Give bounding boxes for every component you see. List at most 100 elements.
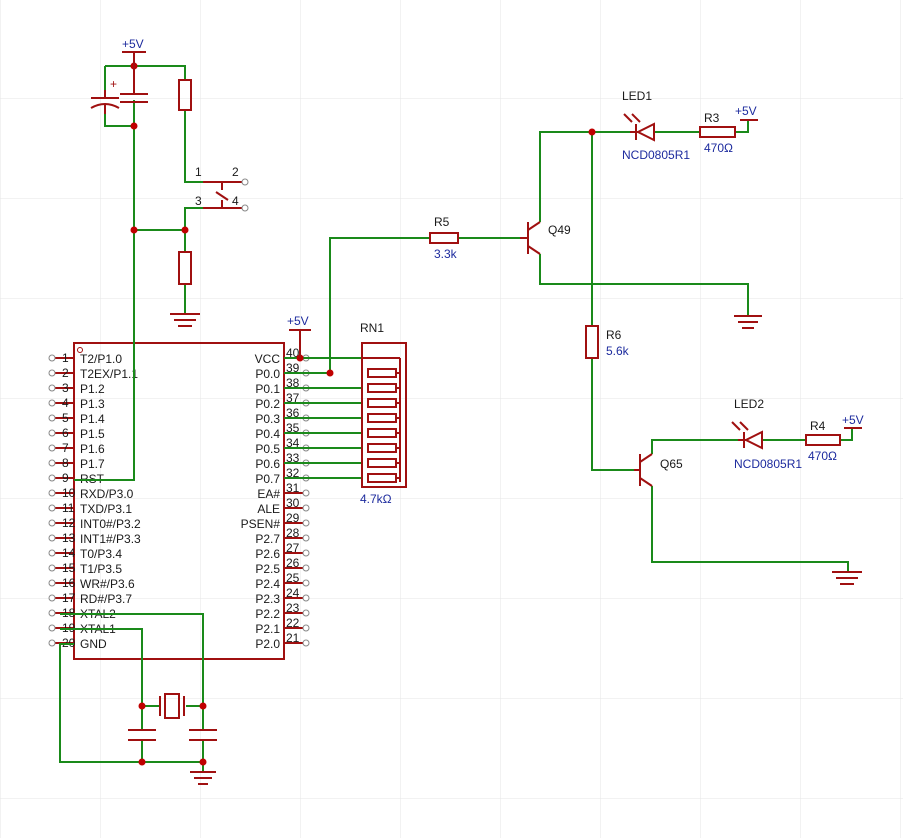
r4-value: 470Ω [808, 449, 837, 463]
pin-end [48, 519, 56, 527]
pin-number: 36 [286, 406, 300, 420]
svg-text:+: + [110, 77, 117, 91]
pin-name: INT0#/P3.2 [80, 517, 141, 531]
pin-name: INT1#/P3.3 [80, 532, 141, 546]
pin-name: P2.2 [255, 607, 280, 621]
rn1-resistors [362, 357, 401, 483]
pin-number: 31 [286, 481, 300, 495]
pin-end [302, 534, 310, 542]
r6-ref: R6 [606, 328, 622, 342]
pin-number: 17 [62, 591, 76, 605]
pin-name: RD#/P3.7 [80, 592, 132, 606]
pin-name: P1.3 [80, 397, 105, 411]
pin-number: 1 [62, 351, 69, 365]
pin-number: 30 [286, 496, 300, 510]
pin-name: P1.2 [80, 382, 105, 396]
pin-number: 3 [62, 381, 69, 395]
pin-number: 6 [62, 426, 69, 440]
pin-end [302, 624, 310, 632]
r3-ref: R3 [704, 111, 720, 125]
pin-end [48, 579, 56, 587]
pin-end [302, 549, 310, 557]
pin-name: ALE [257, 502, 280, 516]
rn1-value: 4.7kΩ [360, 492, 392, 506]
pin-number: 37 [286, 391, 300, 405]
pin-number: 22 [286, 616, 300, 630]
pin-number: 39 [286, 361, 300, 375]
wires [59, 65, 853, 772]
switch-pin4: 4 [232, 194, 239, 208]
led1-ref: LED1 [622, 89, 652, 103]
pin-name: T0/P3.4 [80, 547, 122, 561]
pin-name: TXD/P3.1 [80, 502, 132, 516]
pin-name: T2/P1.0 [80, 352, 122, 366]
pin-end [48, 444, 56, 452]
pin-number: 26 [286, 556, 300, 570]
vcc-r3-label: +5V [735, 104, 757, 118]
mcu-body [73, 342, 285, 660]
r4-ref: R4 [810, 419, 826, 433]
q65-ref: Q65 [660, 457, 683, 471]
switch-pin3: 3 [195, 194, 202, 208]
pin-end [302, 609, 310, 617]
pin-number: 7 [62, 441, 69, 455]
vcc-r4-label: +5V [842, 413, 864, 427]
pin-end [302, 519, 310, 527]
pin-end [48, 474, 56, 482]
pin-number: 24 [286, 586, 300, 600]
pin-name: VCC [255, 352, 281, 366]
pin-number: 9 [62, 471, 69, 485]
pin-number: 14 [62, 546, 76, 560]
pin-number: 28 [286, 526, 300, 540]
pin-number: 34 [286, 436, 300, 450]
pin-end [48, 369, 56, 377]
r3-value: 470Ω [704, 141, 733, 155]
vcc-top-label: +5V [122, 37, 144, 51]
pin-name: P2.6 [255, 547, 280, 561]
switch-pin-dots [241, 178, 249, 212]
pin-end [48, 594, 56, 602]
pin-name: T1/P3.5 [80, 562, 122, 576]
pin-name: P1.5 [80, 427, 105, 441]
pin-end [48, 489, 56, 497]
pin-number: 40 [286, 346, 300, 360]
pin-name: P0.0 [255, 367, 280, 381]
pin-number: 16 [62, 576, 76, 590]
pin-number: 29 [286, 511, 300, 525]
pin-end [302, 594, 310, 602]
pin-name: RXD/P3.0 [80, 487, 134, 501]
pin-number: 10 [62, 486, 76, 500]
pin-number: 33 [286, 451, 300, 465]
components [90, 51, 862, 785]
pin-number: 8 [62, 456, 69, 470]
pin-number: 2 [62, 366, 69, 380]
pin-name: P0.1 [255, 382, 280, 396]
pin-number: 12 [62, 516, 76, 530]
pin-name: P0.3 [255, 412, 280, 426]
pin-end [48, 384, 56, 392]
switch-pin2: 2 [232, 165, 239, 179]
pin-name: P0.7 [255, 472, 280, 486]
pin-name: P1.7 [80, 457, 105, 471]
pin-name: P2.4 [255, 577, 280, 591]
pin-number: 5 [62, 411, 69, 425]
led2-ref: LED2 [734, 397, 764, 411]
pin-end [48, 414, 56, 422]
pin-end [48, 564, 56, 572]
pin-end [302, 504, 310, 512]
pin-end [302, 564, 310, 572]
pin-end [48, 504, 56, 512]
pin-name: P2.0 [255, 637, 280, 651]
pin-number: 25 [286, 571, 300, 585]
pin-end [48, 534, 56, 542]
pin-name: T2EX/P1.1 [80, 367, 138, 381]
rn1-ref: RN1 [360, 321, 384, 335]
pin-end [48, 624, 56, 632]
pin-name: P0.6 [255, 457, 280, 471]
pin-name: GND [80, 637, 107, 651]
pin-number: 38 [286, 376, 300, 390]
pin-name: WR#/P3.6 [80, 577, 135, 591]
pin-name: P2.3 [255, 592, 280, 606]
